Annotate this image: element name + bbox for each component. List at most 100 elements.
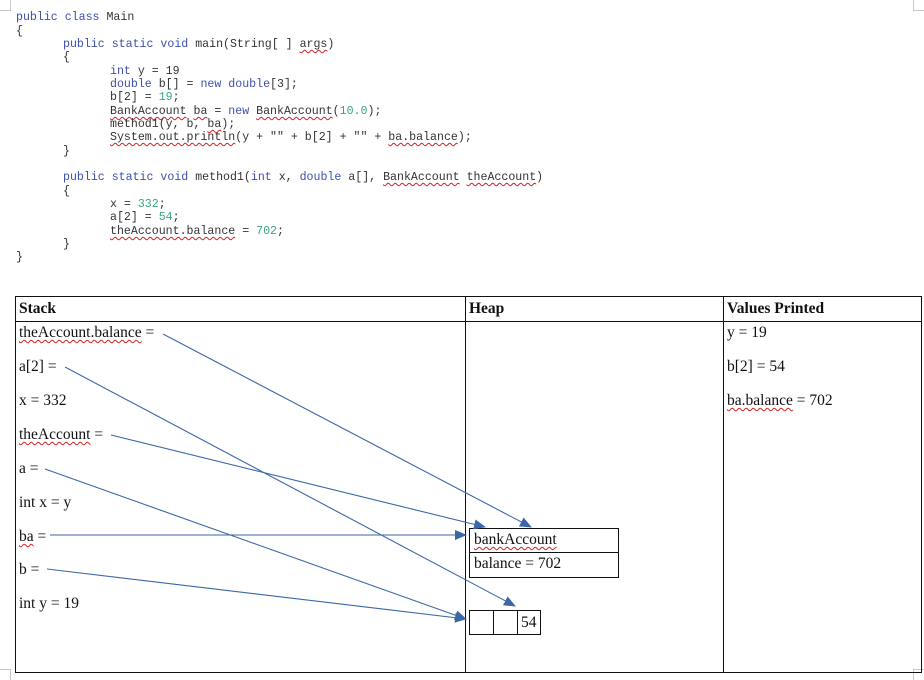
column-divider <box>723 297 724 672</box>
code-number: 10.0 <box>339 105 368 118</box>
printed-value-name: ba.balance <box>727 392 793 409</box>
code-number: 19 <box>158 91 173 104</box>
code-text: Main <box>99 11 135 24</box>
stack-entry-equals: = <box>33 528 47 545</box>
code-text: ; <box>172 211 180 224</box>
code-keyword: int <box>250 171 272 184</box>
code-text: y = 19 <box>130 65 180 78</box>
code-text: ; <box>172 91 180 104</box>
code-text: ) <box>536 171 544 184</box>
code-text: theAccount <box>466 171 537 184</box>
code-listing: public class Main { public static void m… <box>0 0 924 290</box>
stack-header: Stack <box>19 300 57 317</box>
code-text: = <box>235 225 257 238</box>
code-text: ba.balance <box>388 131 458 144</box>
code-text: ba <box>193 105 208 118</box>
object-field-balance: balance = 702 <box>474 555 562 572</box>
code-text: [3]; <box>270 78 298 91</box>
code-text <box>187 105 194 118</box>
code-text <box>460 171 467 184</box>
printed-value-b2: b[2] = 54 <box>727 358 785 375</box>
crop-mark-bottom-right <box>913 669 924 680</box>
code-line: public static void main(String[ ] args) <box>63 38 334 51</box>
stack-entry-name: theAccount <box>19 426 91 443</box>
code-text: b[2] = <box>110 91 159 104</box>
array-cell-divider <box>493 611 494 634</box>
code-keyword: double <box>299 171 342 184</box>
code-text: ); <box>457 131 472 144</box>
code-line: } <box>63 238 70 251</box>
code-text: x = <box>110 198 138 211</box>
stack-entry-a2: a[2] = <box>19 358 57 375</box>
code-text: ; <box>158 198 166 211</box>
stack-entry-b: b = <box>19 561 40 578</box>
code-line: } <box>63 145 70 158</box>
code-line: int y = 19 <box>110 65 180 78</box>
stack-entry-a: a = <box>19 460 39 477</box>
code-line: public static void method1(int x, double… <box>63 171 543 184</box>
bank-account-object: bankAccount balance = 702 <box>469 528 619 578</box>
code-text: ; <box>276 225 284 238</box>
code-keyword: public static void <box>63 171 189 184</box>
stack-entry-x: x = 332 <box>19 392 67 409</box>
code-number: 54 <box>158 211 173 224</box>
printed-value-y: y = 19 <box>727 324 767 341</box>
code-line: x = 332; <box>110 198 166 211</box>
code-text: ( <box>332 105 340 118</box>
stack-entry-name: theAccount.balance <box>19 324 142 341</box>
object-title: bankAccount <box>474 531 557 548</box>
header-divider <box>16 321 921 322</box>
code-text: System.out.println <box>110 131 236 144</box>
code-line: double b[] = new double[3]; <box>110 78 298 91</box>
stack-entry-theaccount-balance: theAccount.balance = <box>19 324 154 342</box>
array-cell-divider <box>517 611 518 634</box>
code-text: method1(y, b, <box>110 118 208 131</box>
stack-entry-name: ba <box>19 528 34 545</box>
code-keyword: new double <box>200 78 271 91</box>
code-text: x, <box>271 171 300 184</box>
code-line: a[2] = 54; <box>110 211 180 224</box>
code-line: public class Main <box>16 11 134 24</box>
code-text: b[] = <box>151 78 201 91</box>
object-divider <box>470 552 618 553</box>
code-text: BankAccount <box>256 105 333 118</box>
code-line: b[2] = 19; <box>110 91 180 104</box>
code-keyword: double <box>110 78 152 91</box>
code-line: method1(y, b, ba); <box>110 118 235 131</box>
code-line: { <box>16 25 23 38</box>
printed-value-balance: ba.balance = 702 <box>727 392 833 410</box>
code-text: ); <box>367 105 382 118</box>
values-printed-header: Values Printed <box>727 300 825 317</box>
stack-entry-equals: = <box>90 426 104 443</box>
code-text: main(String[ ] <box>188 38 300 51</box>
heap-header: Heap <box>469 300 505 317</box>
code-line: BankAccount ba = new BankAccount(10.0); <box>110 105 381 118</box>
printed-value-equals: = 702 <box>792 392 833 409</box>
code-text: (y + "" + b[2] + "" + <box>235 131 389 144</box>
code-keyword: public static void <box>63 38 189 51</box>
code-line: } <box>16 251 23 264</box>
code-text: ); <box>221 118 236 131</box>
code-text: theAccount.balance <box>110 225 236 238</box>
stack-entry-equals: = <box>141 324 155 341</box>
code-line: System.out.println(y + "" + b[2] + "" + … <box>110 131 472 144</box>
code-text: a[2] = <box>110 211 159 224</box>
code-text: method1( <box>188 171 251 184</box>
code-text: args <box>299 38 328 51</box>
stack-entry-int-y: int y = 19 <box>19 595 79 612</box>
stack-entry-theaccount: theAccount = <box>19 426 103 444</box>
code-text: BankAccount <box>383 171 460 184</box>
code-number: 332 <box>137 198 159 211</box>
code-line: theAccount.balance = 702; <box>110 225 284 238</box>
crop-mark-bottom-left <box>0 669 11 680</box>
column-divider <box>465 297 466 672</box>
code-text: ) <box>327 38 335 51</box>
code-line: { <box>63 185 70 198</box>
code-keyword: public class <box>16 11 100 24</box>
crop-mark-top-left <box>0 0 11 11</box>
code-number: 702 <box>256 225 277 238</box>
code-keyword: new <box>228 105 250 118</box>
code-text: = <box>207 105 229 118</box>
crop-mark-top-right <box>913 0 924 11</box>
code-line: { <box>63 51 70 64</box>
